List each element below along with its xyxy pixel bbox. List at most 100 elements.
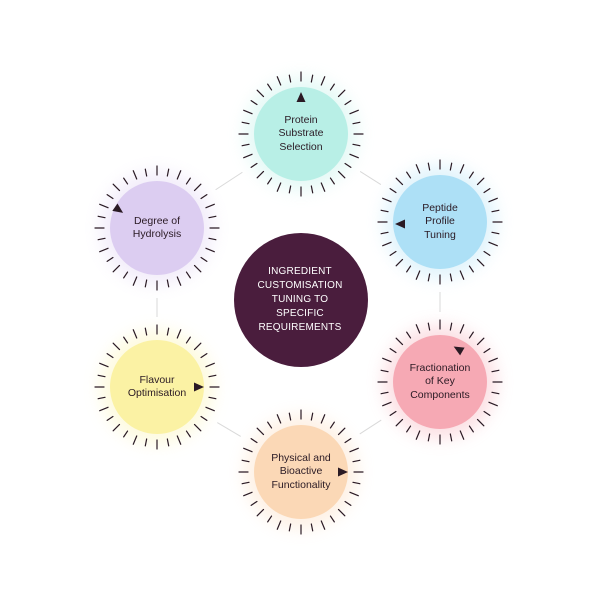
play-triangle-icon [453, 346, 465, 356]
tick-mark [382, 197, 392, 203]
tick-mark [200, 415, 208, 421]
tick-mark [205, 247, 215, 253]
node-circle-fractionation-of-key-components [393, 335, 487, 429]
tick-mark [344, 162, 352, 168]
tick-mark [243, 109, 253, 115]
tick-mark [250, 438, 258, 444]
center-title-line: SPECIFIC [276, 308, 324, 319]
tick-mark [389, 410, 397, 416]
tick-mark [476, 418, 485, 427]
arrow-layer [112, 92, 465, 477]
tick-mark [488, 357, 498, 363]
node-circle-degree-of-hydrolysis [110, 181, 204, 275]
tick-mark [112, 423, 121, 432]
tick-mark [241, 459, 250, 463]
tick-mark [310, 185, 314, 194]
play-triangle-icon [194, 382, 204, 392]
tick-mark [406, 171, 412, 179]
tick-mark [185, 336, 191, 344]
play-triangle-icon [112, 203, 124, 213]
tick-mark [200, 194, 208, 200]
tick-mark [123, 271, 129, 279]
tick-mark [166, 168, 170, 177]
tick-mark [488, 197, 498, 203]
tick-mark [380, 209, 389, 213]
tick-mark [243, 447, 253, 453]
play-triangle-icon [338, 467, 348, 477]
tick-mark [380, 369, 389, 373]
node-circle-flavour-optimisation [110, 340, 204, 434]
tick-mark [205, 203, 215, 209]
tick-mark [310, 74, 314, 83]
tick-mark [449, 322, 453, 331]
tick-mark [380, 231, 389, 235]
center-circle [234, 233, 368, 367]
play-triangle-icon [395, 219, 405, 229]
tick-mark [176, 435, 182, 445]
tick-mark [449, 273, 453, 282]
tick-mark [337, 89, 346, 98]
tick-mark [476, 337, 485, 346]
tick-mark [267, 515, 273, 523]
tick-mark [415, 430, 421, 440]
tick-mark [406, 425, 412, 433]
tick-mark [176, 329, 182, 339]
tick-mark [320, 182, 326, 192]
tick-mark [483, 410, 491, 416]
tick-mark [382, 241, 392, 247]
tick-mark [208, 396, 217, 400]
tick-mark [176, 170, 182, 180]
tick-mark [406, 331, 412, 339]
tick-mark [427, 162, 431, 171]
tick-mark [267, 83, 273, 91]
tick-mark [352, 481, 361, 485]
tick-mark [488, 401, 498, 407]
tick-mark [132, 435, 138, 445]
tick-mark [459, 270, 465, 280]
tick-mark [250, 500, 258, 506]
tick-mark [344, 500, 352, 506]
tick-mark [349, 447, 359, 453]
tick-mark [380, 391, 389, 395]
tick-mark [337, 427, 346, 436]
tick-mark [427, 322, 431, 331]
tick-mark [144, 168, 148, 177]
tick-mark [99, 247, 109, 253]
tick-mark [106, 415, 114, 421]
tick-mark [310, 523, 314, 532]
tick-mark [427, 273, 431, 282]
node-circle-protein-substrate-selection [254, 87, 348, 181]
tick-mark [112, 183, 121, 192]
tick-mark [144, 327, 148, 336]
tick-mark [415, 164, 421, 174]
tick-mark [476, 258, 485, 267]
tick-mark [491, 391, 500, 395]
tick-mark [176, 276, 182, 286]
tick-mark [320, 414, 326, 424]
tick-mark [185, 430, 191, 438]
tick-mark [491, 231, 500, 235]
tick-mark [200, 353, 208, 359]
tick-mark [459, 430, 465, 440]
tick-mark [256, 508, 265, 517]
tick-mark [491, 369, 500, 373]
tick-mark [193, 183, 202, 192]
tick-mark [99, 406, 109, 412]
tick-mark [208, 374, 217, 378]
tick-mark [449, 162, 453, 171]
tick-mark [205, 362, 215, 368]
tick-mark [288, 523, 292, 532]
tick-mark [243, 153, 253, 159]
tick-mark [144, 279, 148, 288]
tick-mark [193, 423, 202, 432]
tick-mark [276, 182, 282, 192]
tick-mark [200, 256, 208, 262]
tick-ring [94, 324, 220, 450]
tick-mark [193, 264, 202, 273]
tick-mark [166, 438, 170, 447]
tick-mark [382, 357, 392, 363]
node-circle-physical-and-bioactive-functionality [254, 425, 348, 519]
